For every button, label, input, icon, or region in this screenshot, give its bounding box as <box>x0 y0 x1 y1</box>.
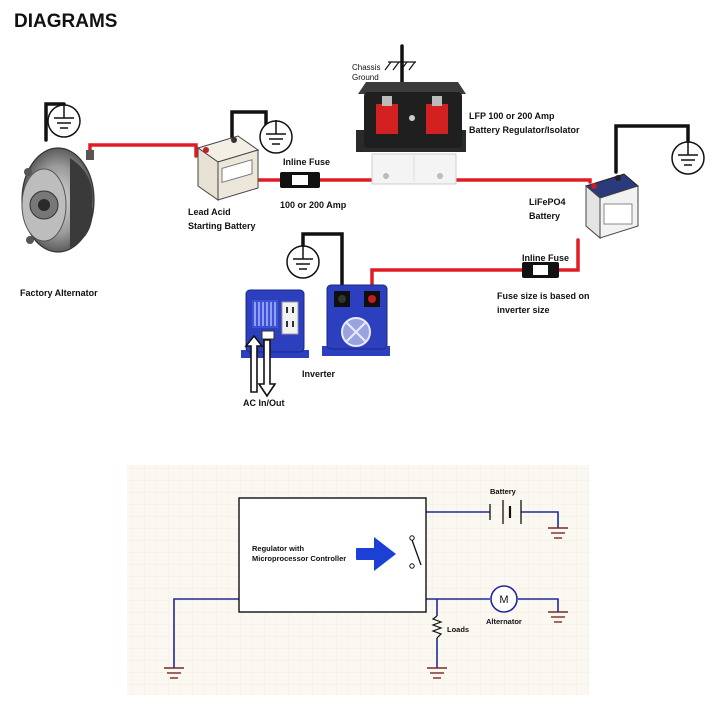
ground-symbol-leadacid <box>259 120 293 154</box>
controller-arrow <box>356 537 396 571</box>
alternator-symbol: M <box>490 585 518 613</box>
ac-arrows <box>244 334 277 398</box>
lifepo4-battery-image <box>584 173 640 240</box>
switch-symbol <box>409 535 422 569</box>
ac-up-arrow <box>244 334 264 393</box>
alternator-label: Factory Alternator <box>20 288 98 298</box>
red-wires <box>88 143 592 300</box>
fuse-2-note-label: Fuse size is based on <box>497 291 590 301</box>
wire-alternator-ground <box>44 102 66 142</box>
regulator-image <box>356 82 466 185</box>
lead-acid-label: Lead Acid <box>188 207 231 217</box>
ground-symbol-lifepo4 <box>671 141 705 175</box>
controller-box <box>238 497 427 613</box>
wire-alternator-to-ground <box>518 598 559 612</box>
schematic-ground-battery <box>548 527 568 539</box>
inline-fuse-2-label: Inline Fuse <box>522 253 569 263</box>
inline-fuse-1-label: Inline Fuse <box>283 157 330 167</box>
lifepo4-label-2: Battery <box>529 211 560 221</box>
ground-symbol-alternator <box>47 104 81 138</box>
page-title: DIAGRAMS <box>14 11 117 32</box>
battery-label: Battery <box>490 487 517 496</box>
controller-label: Regulator with <box>252 544 305 553</box>
ground-symbol-inverter <box>286 245 320 279</box>
wire-lifepo4-ground <box>614 124 690 174</box>
alternator-image <box>21 147 95 253</box>
alternator-schematic-label: Alternator <box>486 617 522 626</box>
wire-battery-to-ground <box>521 511 559 528</box>
wire-left-ground <box>173 598 239 668</box>
lead-acid-battery-image <box>196 135 260 201</box>
ac-outlet-image <box>241 289 309 358</box>
battery-symbol <box>489 500 522 524</box>
loads-resistor <box>431 615 443 639</box>
chassis-ground-label: Chassis <box>352 63 380 72</box>
ground-wires <box>44 44 690 300</box>
lead-acid-label-2: Starting Battery <box>188 221 256 231</box>
fuse-1-rating-label: 100 or 200 Amp <box>280 200 347 210</box>
regulator-label-2: Battery Regulator/Isolator <box>469 125 580 135</box>
schematic-ground-alternator <box>548 611 568 623</box>
loads-label: Loads <box>447 625 469 634</box>
wire-alternator-to-battery <box>88 143 198 158</box>
controller-label-2: Microprocessor Controller <box>252 554 346 563</box>
fuse-2-note-label-2: inverter size <box>497 305 550 315</box>
wire-lifepo4-to-fuse <box>557 238 580 272</box>
inline-fuse-1 <box>280 172 320 188</box>
schematic-ground-loads <box>427 667 447 679</box>
ac-label: AC In/Out <box>243 398 285 408</box>
inverter-label: Inverter <box>302 369 336 379</box>
inverter-image <box>322 284 390 356</box>
wire-inverter-ground <box>301 232 344 300</box>
wiring-diagram: Chassis Ground LFP 100 or 200 Amp Batter… <box>20 44 705 408</box>
inline-fuse-2 <box>522 262 559 278</box>
wire-regulator-to-lifepo4 <box>453 178 592 184</box>
chassis-ground-symbol <box>384 61 416 71</box>
regulator-label: LFP 100 or 200 Amp <box>469 111 555 121</box>
chassis-ground-label-2: Ground <box>352 73 379 82</box>
schematic-diagram: Regulator with Microprocessor Controller… <box>127 465 589 695</box>
lifepo4-label: LiFePO4 <box>529 197 566 207</box>
alternator-symbol-letter: M <box>499 594 508 606</box>
schematic-ground-left <box>164 667 184 679</box>
ac-down-arrow <box>257 339 277 398</box>
